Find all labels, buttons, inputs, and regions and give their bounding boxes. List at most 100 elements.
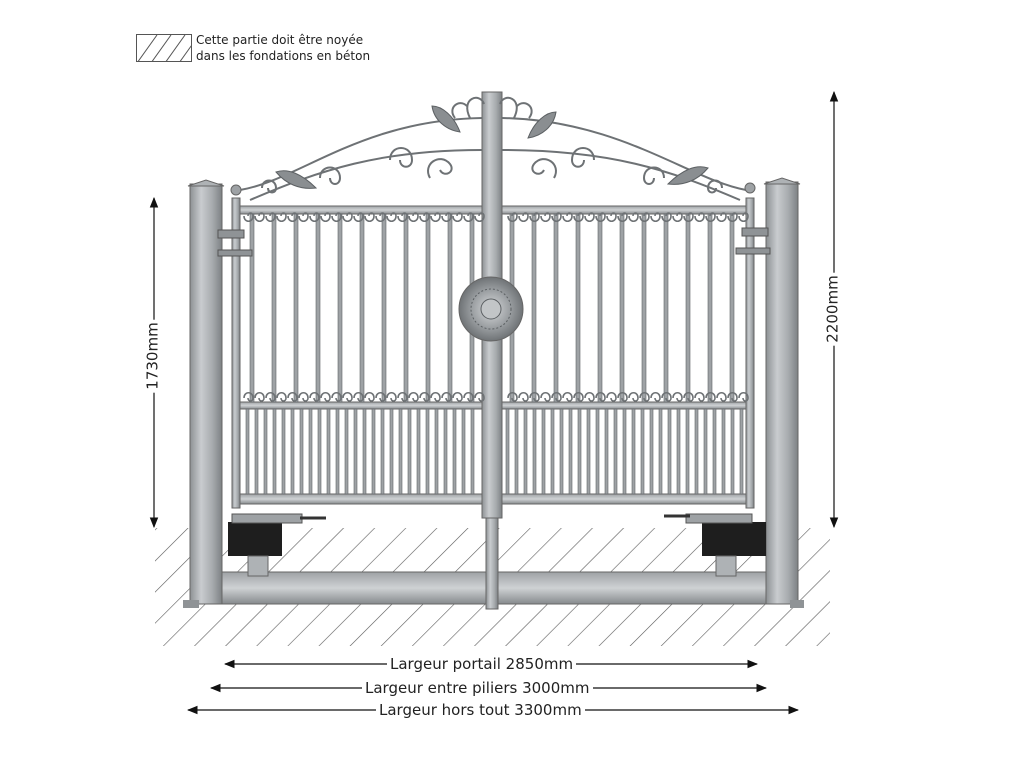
scroll-curl <box>386 212 397 223</box>
scroll-curl <box>683 212 694 223</box>
lower-picket <box>317 408 322 495</box>
scroll-curl <box>540 212 551 223</box>
scroll-curl <box>320 212 331 223</box>
scroll-curl <box>606 391 617 402</box>
lower-picket <box>505 408 510 495</box>
upper-picket <box>315 213 321 403</box>
label-width-piliers: Largeur entre piliers 3000mm <box>362 679 593 697</box>
scroll-curl <box>617 391 628 402</box>
scroll-curl <box>584 391 595 402</box>
legend-text: Cette partie doit être noyée dans les fo… <box>196 32 370 64</box>
scroll-curl <box>408 391 419 402</box>
upper-picket <box>729 213 735 403</box>
lower-picket <box>613 408 618 495</box>
scroll-curl <box>705 391 716 402</box>
upper-picket <box>249 213 255 403</box>
lower-picket <box>523 408 528 495</box>
upper-picket <box>597 213 603 403</box>
scroll-curl <box>529 212 540 223</box>
scroll-curl <box>265 212 276 223</box>
scroll-curl <box>639 212 650 223</box>
scroll-curl <box>562 391 573 402</box>
scroll-curl <box>298 391 309 402</box>
scroll-curl <box>727 391 738 402</box>
lower-picket <box>577 408 582 495</box>
upper-picket <box>663 213 669 403</box>
scroll-curl <box>441 212 452 223</box>
scroll-curl <box>672 212 683 223</box>
scroll-curl <box>408 212 419 223</box>
scroll-curl <box>738 212 749 223</box>
scroll-curl <box>507 212 518 223</box>
lower-picket <box>595 408 600 495</box>
scroll-curl <box>364 212 375 223</box>
scroll-curl <box>287 391 298 402</box>
scroll-curl <box>419 212 430 223</box>
lower-picket <box>398 408 403 495</box>
scroll-curl <box>474 391 485 402</box>
scroll-curl <box>441 391 452 402</box>
leaf-ornaments <box>275 105 709 189</box>
scroll-curl <box>573 212 584 223</box>
upper-picket <box>619 213 625 403</box>
lower-picket <box>640 408 645 495</box>
upper-picket <box>337 213 343 403</box>
scroll-curl <box>507 391 518 402</box>
lower-picket <box>470 408 475 495</box>
label-height-1730: 1730mm <box>143 319 162 393</box>
scroll-curl <box>309 391 320 402</box>
scroll-curl <box>386 391 397 402</box>
scroll-curl <box>364 391 375 402</box>
scroll-curl <box>331 212 342 223</box>
scroll-curl <box>353 391 364 402</box>
legend-hatch-swatch <box>136 34 192 62</box>
lower-picket <box>326 408 331 495</box>
lower-picket <box>380 408 385 495</box>
lower-picket <box>281 408 286 495</box>
scroll-curl <box>309 212 320 223</box>
scroll-curl <box>672 391 683 402</box>
upper-picket <box>425 213 431 403</box>
lower-picket <box>658 408 663 495</box>
lower-picket <box>721 408 726 495</box>
upper-picket <box>271 213 277 403</box>
lower-picket <box>425 408 430 495</box>
scroll-curl <box>375 391 386 402</box>
label-width-total: Largeur hors tout 3300mm <box>376 701 585 719</box>
label-height-2200: 2200mm <box>823 272 842 346</box>
scroll-curl <box>595 391 606 402</box>
scroll-curl <box>683 391 694 402</box>
scroll-curl <box>650 212 661 223</box>
lower-picket <box>416 408 421 495</box>
lower-picket <box>532 408 537 495</box>
upper-picket <box>531 213 537 403</box>
scroll-curl <box>298 212 309 223</box>
lower-picket <box>649 408 654 495</box>
scroll-curl <box>452 391 463 402</box>
scroll-curl <box>639 391 650 402</box>
scroll-curl <box>474 212 485 223</box>
scroll-curl <box>397 212 408 223</box>
scroll-curl <box>254 212 265 223</box>
lower-picket <box>676 408 681 495</box>
scroll-curl <box>254 391 265 402</box>
scroll-curl <box>375 212 386 223</box>
right-motor <box>664 513 766 577</box>
lower-picket <box>443 408 448 495</box>
right-pillar <box>763 177 804 608</box>
scroll-curl <box>650 391 661 402</box>
lower-picket <box>335 408 340 495</box>
lower-picket <box>353 408 358 495</box>
hinges <box>217 227 771 257</box>
left-pillar <box>183 179 225 608</box>
scroll-curl <box>265 391 276 402</box>
scroll-curl <box>628 391 639 402</box>
scroll-curl <box>518 212 529 223</box>
scroll-curl <box>595 212 606 223</box>
scroll-curl <box>694 391 705 402</box>
lower-picket <box>586 408 591 495</box>
lower-picket <box>712 408 717 495</box>
lower-picket <box>730 408 735 495</box>
lower-picket <box>703 408 708 495</box>
